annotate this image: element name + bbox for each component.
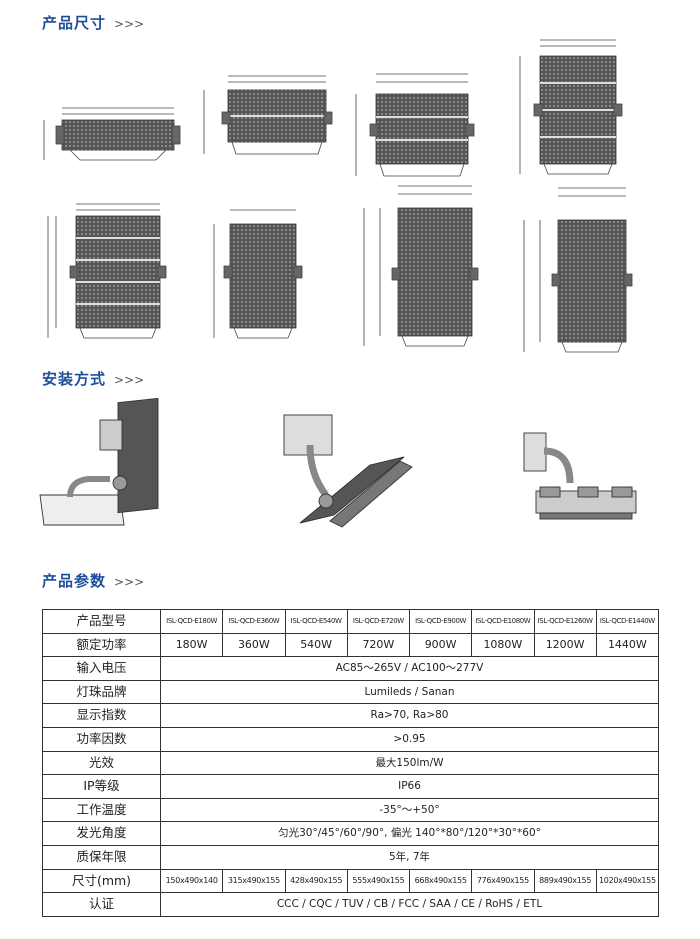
drawing-900w	[47, 203, 167, 339]
table-row-size: 尺寸(mm) 150x490x140 315x490x155 428x490x1…	[42, 868, 660, 894]
chevron-icon: >>>	[114, 17, 145, 31]
dimension-drawings-art	[43, 39, 633, 353]
ip-label: IP等级	[42, 774, 161, 799]
size-cell: 150x490x140	[159, 868, 224, 894]
chevron-icon: >>>	[114, 575, 145, 589]
beam-value: 匀光30°/45°/60°/90°, 偏光 140°*80°/120°*30°*…	[160, 821, 659, 846]
drawing-180w	[43, 107, 181, 161]
section-title-params-text: 产品参数	[42, 572, 107, 590]
table-row-temp: 工作温度 -35°～+50°	[42, 797, 659, 823]
power-cell: 900W	[408, 632, 473, 658]
size-cell: 555x490x155	[346, 868, 411, 894]
temp-value: -35°～+50°	[160, 797, 659, 823]
beam-label: 发光角度	[42, 821, 161, 846]
section-title-install-text: 安装方式	[42, 370, 107, 388]
drawing-1260w	[363, 185, 479, 347]
section-title-size-text: 产品尺寸	[42, 14, 107, 32]
table-row-model: 产品型号 ISL-QCD-E180W ISL-QCD-E360W ISL-QCD…	[42, 609, 660, 634]
dimension-drawings	[0, 28, 700, 358]
table-row-led: 灯珠品牌 Lumileds / Sanan	[42, 679, 659, 705]
table-row-warranty: 质保年限 5年, 7年	[42, 844, 659, 870]
table-row-ip: IP等级 IP66	[42, 774, 659, 799]
section-title-size: 产品尺寸 >>>	[42, 12, 144, 33]
voltage-label: 输入电压	[42, 656, 161, 681]
model-cell: ISL-QCD-E720W	[346, 609, 411, 634]
table-row-cert: 认证 CCC / CQC / TUV / CB / FCC / SAA / CE…	[42, 892, 659, 917]
cri-label: 显示指数	[42, 703, 161, 728]
warranty-value: 5年, 7年	[160, 844, 659, 870]
chevron-icon: >>>	[114, 373, 145, 387]
model-cell: ISL-QCD-E1260W	[533, 609, 597, 634]
efficacy-label: 光效	[42, 750, 161, 776]
table-row-voltage: 输入电压 AC85～265V / AC100～277V	[42, 656, 659, 681]
pf-value: >0.95	[160, 726, 659, 752]
params-table: 产品型号 ISL-QCD-E180W ISL-QCD-E360W ISL-QCD…	[42, 609, 660, 917]
table-row-efficacy: 光效 最大150lm/W	[42, 750, 659, 776]
size-cell: 428x490x155	[284, 868, 348, 894]
power-cell: 1080W	[471, 632, 535, 658]
power-cell: 540W	[284, 632, 348, 658]
warranty-label: 质保年限	[42, 844, 161, 870]
drawing-540w	[355, 73, 475, 177]
power-cell: 1200W	[533, 632, 597, 658]
size-cell: 1020x490x155	[595, 868, 660, 894]
model-cell: ISL-QCD-E180W	[159, 609, 224, 634]
model-label: 产品型号	[42, 609, 161, 634]
temp-label: 工作温度	[42, 797, 161, 823]
size-cell: 889x490x155	[533, 868, 597, 894]
power-cell: 360W	[222, 632, 286, 658]
mount-top-illustration	[523, 432, 637, 520]
power-cell: 720W	[346, 632, 411, 658]
drawing-360w	[203, 75, 333, 155]
size-label: 尺寸(mm)	[42, 868, 161, 894]
size-cell: 668x490x155	[408, 868, 473, 894]
led-label: 灯珠品牌	[42, 679, 161, 705]
power-cell: 180W	[159, 632, 224, 658]
section-title-install: 安装方式 >>>	[42, 368, 144, 389]
led-value: Lumileds / Sanan	[160, 679, 659, 705]
size-cell: 315x490x155	[222, 868, 286, 894]
table-row-beam: 发光角度 匀光30°/45°/60°/90°, 偏光 140°*80°/120°…	[42, 821, 659, 846]
section-title-params: 产品参数 >>>	[42, 570, 144, 591]
power-label: 额定功率	[42, 632, 161, 658]
ip-value: IP66	[160, 774, 659, 799]
cri-value: Ra>70, Ra>80	[160, 703, 659, 728]
cert-value: CCC / CQC / TUV / CB / FCC / SAA / CE / …	[160, 892, 659, 917]
cert-label: 认证	[42, 892, 161, 917]
pf-label: 功率因数	[42, 726, 161, 752]
model-cell: ISL-QCD-E1440W	[595, 609, 660, 634]
table-row-power: 额定功率 180W 360W 540W 720W 900W 1080W 1200…	[42, 632, 660, 658]
mounting-illustrations	[0, 395, 700, 545]
size-cell: 776x490x155	[471, 868, 535, 894]
model-cell: ISL-QCD-E360W	[222, 609, 286, 634]
model-cell: ISL-QCD-E900W	[408, 609, 473, 634]
table-row-pf: 功率因数 >0.95	[42, 726, 659, 752]
model-cell: ISL-QCD-E540W	[284, 609, 348, 634]
table-row-cri: 显示指数 Ra>70, Ra>80	[42, 703, 659, 728]
efficacy-value: 最大150lm/W	[160, 750, 659, 776]
model-cell: ISL-QCD-E1080W	[471, 609, 535, 634]
voltage-value: AC85～265V / AC100～277V	[160, 656, 659, 681]
mount-angled-illustration	[283, 414, 413, 528]
drawing-1440w	[523, 187, 633, 353]
drawing-720w	[519, 39, 623, 175]
drawing-1080w	[213, 209, 303, 339]
mount-wall-illustration	[39, 397, 159, 526]
mounting-illustrations-art	[39, 397, 637, 528]
power-cell: 1440W	[595, 632, 660, 658]
